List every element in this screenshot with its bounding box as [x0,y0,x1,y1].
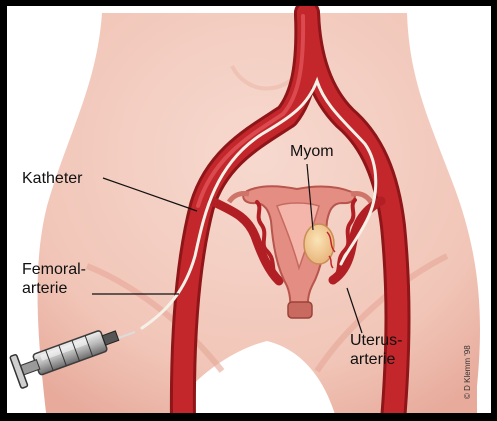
anatomy-illustration [7,6,497,421]
label-uterine-line2: arterie [350,350,402,369]
label-myom: Myom [290,142,334,161]
label-femoral-artery: Femoral- arterie [22,260,86,298]
label-katheter: Katheter [22,169,82,188]
label-uterine-artery: Uterus- arterie [350,331,402,369]
label-femoral-line2: arterie [22,279,86,298]
label-femoral-line1: Femoral- [22,260,86,279]
copyright-credit: © D Klemm '98 [463,279,472,399]
label-uterine-line1: Uterus- [350,331,402,350]
